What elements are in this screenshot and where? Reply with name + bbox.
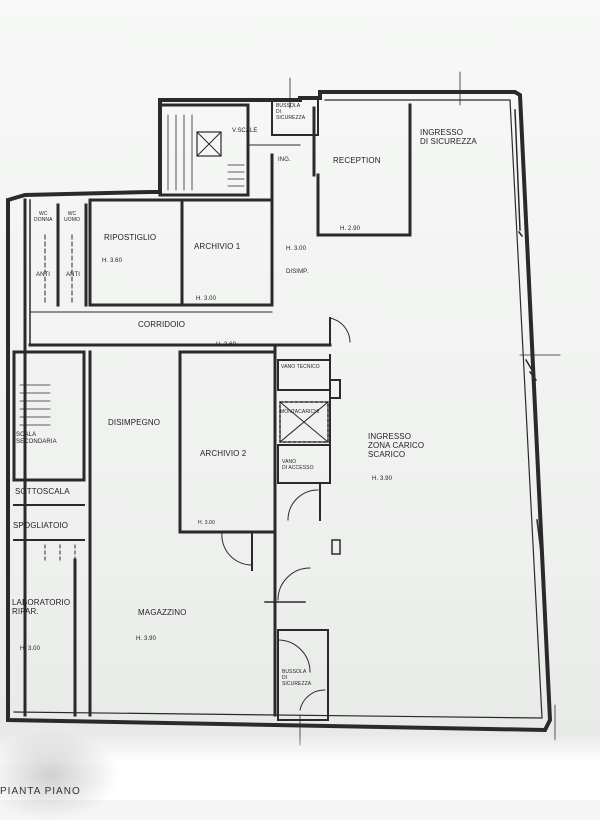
vano-tecnico <box>277 359 331 391</box>
archivio1-wall <box>180 198 274 307</box>
label-ingresso-sicurezza: INGRESSO DI SICUREZZA <box>420 128 477 147</box>
main-stair-core <box>158 103 250 197</box>
label-bussola-top: BUSSOLA DI SICUREZZA <box>276 103 306 121</box>
reception-wall <box>312 103 412 237</box>
label-h290: H. 2.90 <box>340 226 361 232</box>
label-laboratorio: LABORATORIO RIPAR. <box>12 598 71 617</box>
label-archivio-2: ARCHIVIO 2 <box>200 449 247 458</box>
label-ripostiglio: RIPOSTIGLIO <box>104 233 157 242</box>
label-scala-secondaria: SCALA SECONDARIA <box>16 432 57 445</box>
montacarichi-shaft <box>279 401 329 443</box>
label-anti-2: ANTI <box>66 272 81 278</box>
label-h390-mag: H. 3.90 <box>136 636 157 642</box>
label-disimp: DISIMP. <box>286 269 309 275</box>
paper-sheet <box>0 0 600 800</box>
page-edge-shadow <box>0 735 600 800</box>
label-h390-ingresso: H. 3.90 <box>372 476 393 482</box>
label-corridoio: CORRIDOIO <box>138 320 186 329</box>
floor-plan-drawing <box>6 71 561 746</box>
label-spogliatoio: SPOGLIATOIO <box>13 521 69 530</box>
ripostiglio-wall <box>88 198 184 307</box>
label-bussola-bottom: BUSSOLA DI SICUREZZA <box>282 669 312 687</box>
label-v-scale: V.SCALE <box>232 128 258 134</box>
label-vano-tecnico: VANO TECNICO <box>281 364 320 370</box>
bussola-bottom <box>277 629 329 721</box>
label-anti-1: ANTI <box>36 272 51 278</box>
plan-caption: PIANTA PIANO <box>0 786 81 797</box>
label-sottoscala: SOTTOSCALA <box>15 487 70 496</box>
label-wc-uomo: WC UOMO <box>64 211 80 223</box>
archivio2-wall <box>178 350 277 534</box>
label-montacarichi: MONTACARICHI <box>280 409 320 415</box>
label-h300-arch2: H. 3.00 <box>198 520 215 526</box>
label-reception: RECEPTION <box>333 156 381 165</box>
label-h360-corr: H. 3.60 <box>216 342 237 348</box>
label-archivio-1: ARCHIVIO 1 <box>194 242 241 251</box>
label-h300-arch1: H. 3.00 <box>196 296 217 302</box>
label-disimpegno: DISIMPEGNO <box>108 418 161 427</box>
label-magazzino: MAGAZZINO <box>138 608 187 617</box>
label-h360-rip: H. 3.60 <box>102 258 123 264</box>
label-wc-donna: WC DONNA <box>34 211 53 223</box>
label-ingresso-carico: INGRESSO ZONA CARICO SCARICO <box>368 432 425 460</box>
label-vano-accesso: VANO DI ACCESSO <box>282 459 314 471</box>
label-h300-disimp: H. 3.00 <box>286 246 307 252</box>
label-h300-lab: H. 3.00 <box>20 646 41 652</box>
outer-wall <box>6 90 553 733</box>
label-ing: ING. <box>278 157 291 163</box>
